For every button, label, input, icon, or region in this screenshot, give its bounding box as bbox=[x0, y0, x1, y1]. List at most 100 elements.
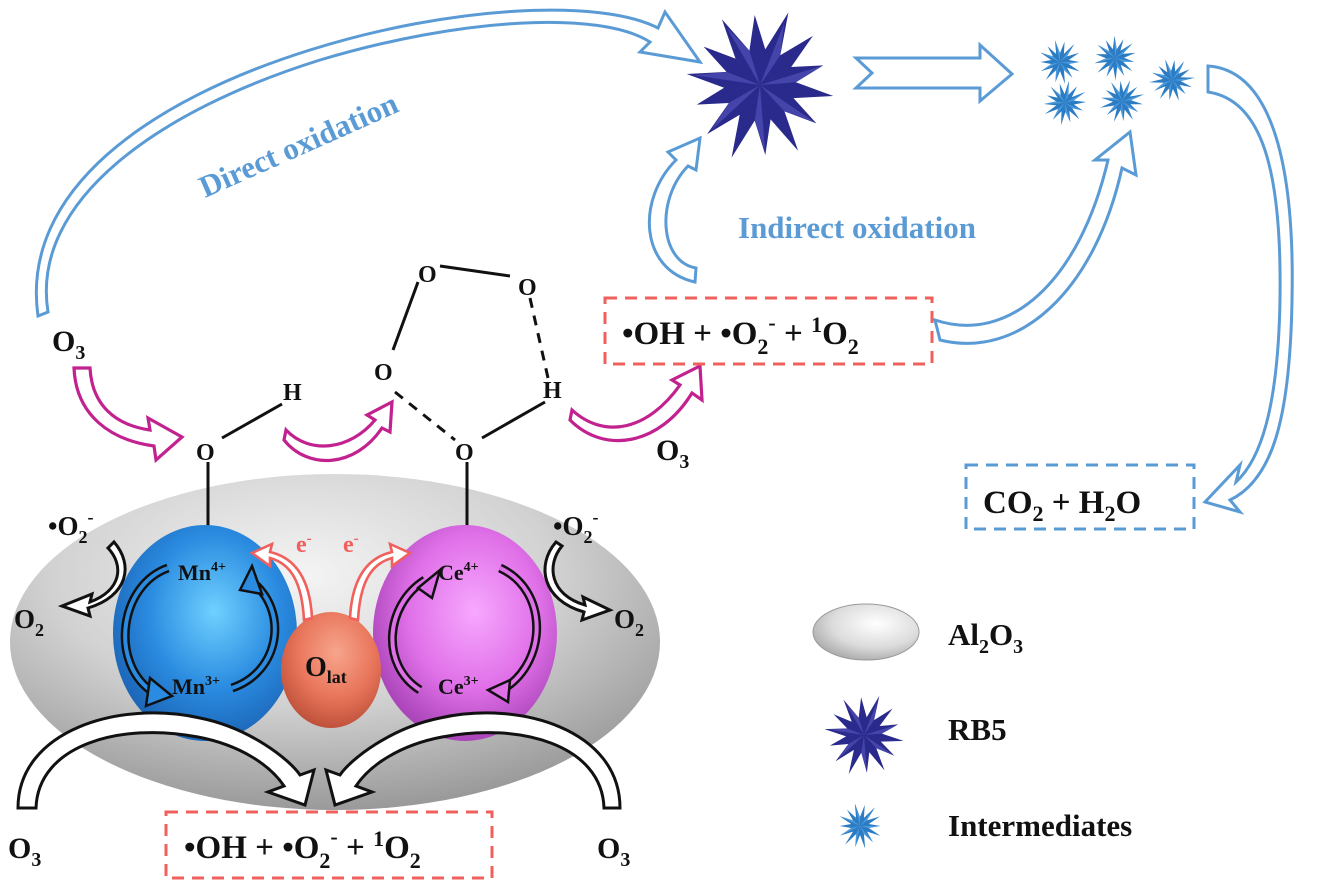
ozone-label-bottom-right: O3 bbox=[597, 832, 630, 871]
intermediate-star-facet bbox=[1107, 101, 1122, 115]
products-text: CO2 + H2O bbox=[983, 485, 1141, 526]
rb5-star-facet bbox=[754, 85, 765, 152]
rb5-star-facet bbox=[760, 85, 815, 123]
intermediate-star-facet bbox=[1065, 83, 1069, 103]
intermediate-star-facet bbox=[1055, 42, 1060, 62]
intermediate-star-facet bbox=[1172, 78, 1192, 82]
intermediate-star-facet bbox=[1042, 62, 1060, 71]
intermediate-star-icon bbox=[839, 803, 881, 849]
ce4-label: Ce4+ bbox=[438, 560, 479, 585]
superoxide-arrow-left bbox=[57, 539, 127, 619]
indirect-arrow-to-intermediates bbox=[932, 129, 1138, 345]
superoxide-arrow-right bbox=[543, 540, 614, 623]
rb5-star-facet bbox=[760, 65, 824, 85]
rb5-star-facet bbox=[726, 27, 760, 86]
hydroxyl-o-mn: O bbox=[196, 440, 215, 466]
intermediate-star-facet bbox=[1065, 103, 1083, 111]
release-arrow bbox=[568, 363, 704, 443]
intermediate-star-facet bbox=[1106, 58, 1115, 76]
intermediate-star-facet bbox=[1115, 58, 1124, 76]
intermediate-star-facet bbox=[1055, 62, 1060, 82]
o2-right: O2 bbox=[614, 604, 644, 640]
legend-intermediate-star-facet bbox=[860, 826, 873, 842]
ozone-o1: O bbox=[374, 360, 393, 386]
ozone-o2: O bbox=[418, 262, 437, 288]
intermediates-cluster bbox=[1040, 35, 1195, 126]
rb5-star-facet bbox=[711, 85, 760, 131]
legend-intermediate-star-facet bbox=[841, 826, 860, 835]
electron-arrow-to-ce bbox=[348, 541, 413, 622]
al2o3-ellipse-icon bbox=[812, 603, 920, 661]
intermediate-star-facet bbox=[1042, 53, 1060, 62]
degradation-arrow bbox=[852, 41, 1015, 105]
intermediate-star-facet bbox=[1045, 101, 1065, 104]
surface-hydroxyl-structure bbox=[206, 264, 550, 535]
intermediate-star-facet bbox=[1172, 63, 1183, 80]
intermediate-star-facet bbox=[1122, 101, 1139, 112]
products-box bbox=[964, 463, 1196, 531]
hydroxyl-h-mn: H bbox=[283, 380, 302, 406]
legend-rb5-star-facet bbox=[846, 704, 864, 735]
intermediate-star-facet bbox=[1172, 80, 1186, 94]
indirect-oxidation-label: Indirect oxidation bbox=[738, 210, 976, 245]
rb5-molecule bbox=[686, 12, 834, 158]
adsorption-arrow bbox=[72, 366, 185, 464]
legend-intermediate-star-facet bbox=[860, 810, 873, 826]
legend-label-al2o3: Al2O3 bbox=[948, 617, 1023, 658]
intermediate-star-facet bbox=[1060, 46, 1073, 62]
legend-rb5-star-facet bbox=[861, 735, 867, 771]
intermediate-star-facet bbox=[1155, 80, 1172, 91]
intermediate-star-facet bbox=[1053, 103, 1065, 119]
legend-rb5-star-facet bbox=[837, 735, 864, 760]
legend: Al2O3 RB5 Intermediates bbox=[812, 603, 1132, 849]
superoxide-right: •O2- bbox=[553, 507, 598, 547]
ros-text-bottom: •OH + •O2- + 1O2 bbox=[184, 824, 421, 873]
ozone-label-left: O3 bbox=[52, 325, 85, 364]
intermediate-star-facet bbox=[1115, 45, 1130, 58]
mineralization-arrow bbox=[1202, 64, 1294, 515]
hydroxyl-h-ce: H bbox=[543, 378, 562, 404]
legend-rb5-star-facet bbox=[864, 724, 899, 735]
ozone-arrow-bottom-right bbox=[323, 711, 622, 810]
mn3-label: Mn3+ bbox=[172, 674, 220, 699]
o2-left: O2 bbox=[14, 604, 44, 640]
indirect-arrow-to-rb5 bbox=[647, 135, 702, 284]
legend-label-intermediates: Intermediates bbox=[948, 808, 1132, 843]
rb5-star-icon bbox=[824, 695, 904, 775]
legend-intermediate-star-facet bbox=[855, 826, 860, 846]
direct-oxidation-arrow bbox=[34, 8, 704, 319]
intermediate-star-facet bbox=[1165, 61, 1172, 80]
intermediate-star-facet bbox=[1052, 88, 1065, 103]
intermediate-star-facet bbox=[1168, 80, 1172, 100]
intermediate-star-facet bbox=[1153, 73, 1172, 80]
intermediate-star-facet bbox=[1096, 58, 1115, 63]
transfer-arrow bbox=[282, 399, 394, 462]
hydroxyl-o-ce: O bbox=[455, 440, 474, 466]
intermediate-star-facet bbox=[1099, 46, 1115, 58]
legend-intermediate-star-facet bbox=[860, 826, 881, 828]
intermediate-star-facet bbox=[1122, 82, 1130, 101]
mn4-label: Mn4+ bbox=[178, 560, 226, 585]
intermediate-star-facet bbox=[1060, 62, 1073, 78]
intermediate-star-facet bbox=[1114, 38, 1117, 58]
intermediate-star-facet bbox=[1122, 95, 1141, 101]
direct-oxidation-label: Direct oxidation bbox=[194, 85, 404, 204]
electron-label-left: e- bbox=[296, 531, 312, 558]
ozone-label-mid: O3 bbox=[656, 434, 689, 473]
intermediate-star-facet bbox=[1115, 58, 1135, 62]
intermediate-star-facet bbox=[1102, 97, 1122, 101]
ozone-o3: O bbox=[518, 275, 537, 301]
legend-rb5-star-facet bbox=[864, 701, 877, 735]
ozone-arrow-bottom-left bbox=[16, 711, 317, 810]
ros-text-top: •OH + •O2- + 1O2 bbox=[622, 310, 859, 359]
intermediate-star-facet bbox=[1120, 101, 1124, 121]
ce3-label: Ce3+ bbox=[438, 674, 479, 699]
legend-rb5-star-facet bbox=[828, 728, 864, 735]
legend-label-rb5: RB5 bbox=[948, 712, 1007, 747]
ros-box-bottom bbox=[164, 810, 494, 880]
intermediate-star-facet bbox=[1065, 103, 1071, 122]
olat-sphere bbox=[281, 612, 381, 728]
ozone-label-bottom-left: O3 bbox=[8, 832, 41, 871]
electron-arrow-to-mn bbox=[249, 541, 314, 622]
